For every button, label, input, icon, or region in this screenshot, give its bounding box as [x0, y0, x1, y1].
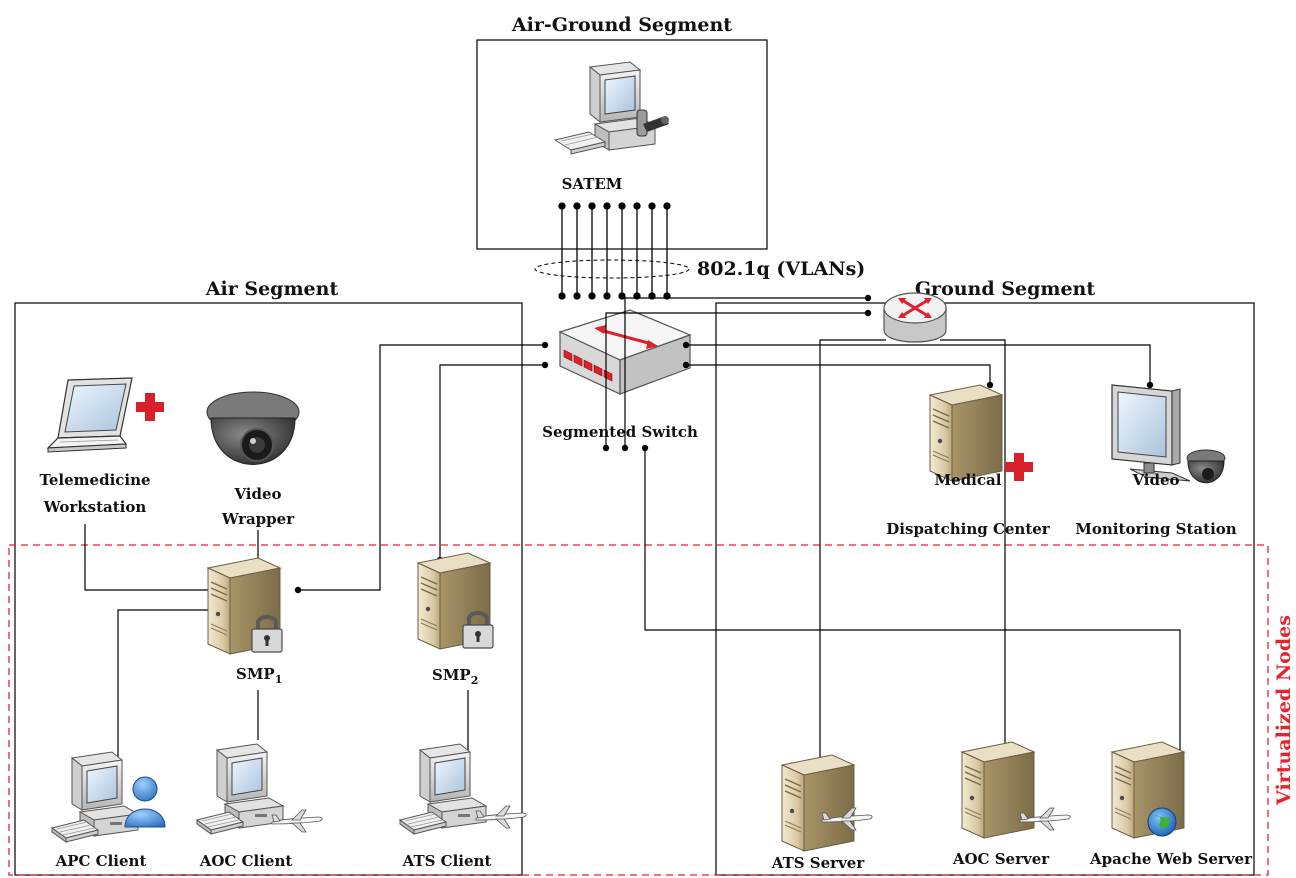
virtualized-nodes-box [8, 544, 1269, 876]
air-segment-title: Air Segment [205, 278, 339, 300]
aoc-client-label: AOC Client [199, 852, 293, 870]
satem-icon [553, 61, 669, 155]
air-ground-segment-title: Air-Ground Segment [511, 14, 732, 36]
monitor-icon [1111, 384, 1191, 482]
medical-label-line2: Dispatching Center [886, 520, 1051, 538]
video-wrapper-label-line2: Wrapper [221, 510, 295, 528]
user-icon [124, 776, 166, 828]
telemedicine-label-line2: Workstation [43, 498, 147, 516]
video-monitoring-label-line1: Video [1131, 471, 1179, 489]
switch-label: Segmented Switch [542, 423, 698, 441]
connection-dots [294, 294, 1184, 789]
virtualized-nodes-label: Virtualized Nodes [1273, 615, 1295, 806]
medical-cross-icon [136, 393, 164, 421]
dome-camera-icon [1186, 449, 1226, 484]
aoc-server-label: AOC Server [952, 850, 1050, 868]
ground-segment-title: Ground Segment [915, 278, 1096, 300]
medical-cross-icon [1005, 453, 1033, 481]
ats-server-icon [781, 754, 855, 852]
connections [84, 297, 1181, 800]
aoc-client-pc-icon [196, 743, 284, 835]
medical-server-icon [929, 384, 1003, 482]
telemedicine-label-line1: Telemedicine [39, 471, 150, 489]
ats-server-label: ATS Server [771, 854, 866, 872]
video-wrapper-label-line1: Video [233, 485, 281, 503]
air-segment-box [14, 302, 523, 876]
apc-client-label: APC Client [55, 852, 147, 870]
aoc-server-icon [961, 741, 1035, 839]
vlan-trunk [558, 202, 671, 300]
smp2-label: SMP2 [432, 666, 478, 687]
dome-camera-icon [206, 391, 300, 465]
smp1-label: SMP1 [236, 665, 282, 686]
globe-icon [1147, 807, 1177, 837]
router-icon [883, 292, 947, 343]
medical-label-line1: Medical [935, 471, 1002, 489]
vlan-label: 802.1q (VLANs) [697, 258, 865, 280]
satem-label: SATEM [562, 175, 623, 193]
video-monitoring-label-line2: Monitoring Station [1075, 520, 1236, 538]
vlan-bundle-ellipse [534, 259, 690, 279]
apc-client-pc-icon [51, 751, 139, 843]
ats-client-label: ATS Client [402, 852, 492, 870]
ats-client-pc-icon [399, 743, 487, 835]
apache-server-label: Apache Web Server [1089, 850, 1253, 868]
telemedicine-laptop-icon [46, 377, 133, 453]
